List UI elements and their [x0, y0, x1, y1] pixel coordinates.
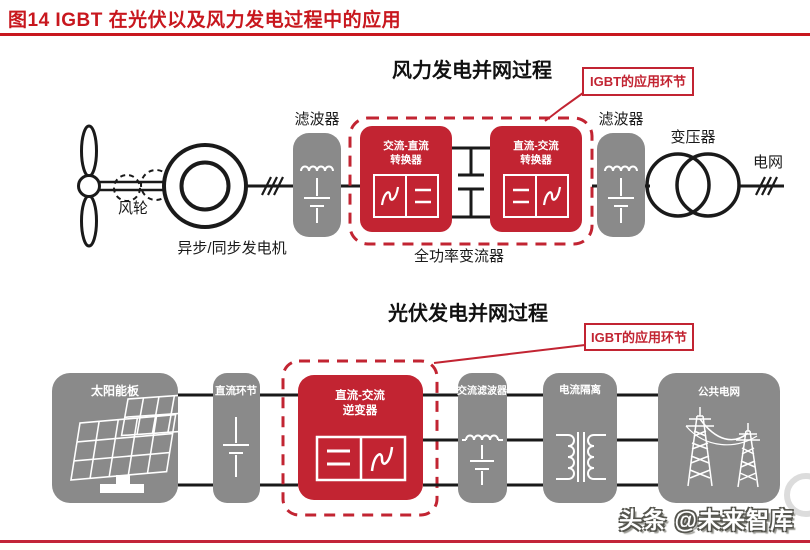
filter-right-block: 滤波器: [597, 111, 645, 237]
filter-right-label: 滤波器: [598, 111, 643, 128]
hatch-marks-icon: [261, 176, 284, 196]
acdc-label-line1: 交流-直流: [383, 139, 429, 152]
dcac-label-line1: 直流-交流: [513, 139, 559, 152]
filter-left-label: 滤波器: [294, 111, 339, 128]
inverter-block: 直流-交流 逆变器: [298, 375, 423, 500]
generator-label: 异步/同步发电机: [177, 240, 286, 257]
wire: [507, 393, 543, 487]
isolation-transformer-icon: [556, 432, 606, 482]
solar-panel-block: 太阳能板: [52, 373, 191, 503]
igbt-region-dashed-box: [348, 116, 594, 246]
inverter-symbol-icon: [315, 435, 407, 482]
transformer-icon: [645, 152, 741, 218]
callout-box: [582, 67, 694, 96]
circle-watermark-icon: [784, 473, 810, 517]
hatch-marks-icon: [755, 176, 778, 196]
isolation-label: 电流隔离: [559, 383, 601, 396]
dcac-converter-block: 直流-交流 转换器: [490, 126, 582, 232]
dc-link-capacitor-icon: [452, 146, 490, 219]
dc-link-label: 直流环节: [215, 384, 257, 397]
solar-panel-label: 太阳能板: [91, 383, 140, 398]
public-grid-label: 公共电网: [698, 385, 740, 398]
acdc-converter-block: 交流-直流 转换器: [360, 126, 452, 232]
filter-left-block: 滤波器: [293, 111, 341, 237]
power-towers-icon: [685, 407, 760, 488]
inverter-label-line1: 直流-交流: [335, 388, 385, 402]
dcac-symbol-icon: [503, 174, 569, 218]
wire: [260, 393, 298, 487]
igbt-callout-wind: IGBT的应用环节: [544, 67, 694, 122]
capacitor-icon: [223, 417, 249, 477]
isolation-box: [543, 373, 617, 503]
filter-symbol-icon: [462, 434, 503, 485]
igbt-callout-pv: IGBT的应用环节: [433, 323, 694, 364]
acdc-symbol-icon: [373, 174, 439, 218]
dc-link-block: 直流环节: [213, 373, 260, 503]
pv-diagram: 光伏发电并网过程 IGBT的应用环节 太阳能板: [52, 301, 810, 517]
ac-filter-label: 交流滤波器: [457, 384, 508, 397]
grid-label: 电网: [753, 154, 783, 171]
callout-connector-line: [544, 92, 584, 122]
figure-title: 图14 IGBT 在光伏以及风力发电过程中的应用: [8, 10, 402, 31]
gearbox-dashed-circle: [113, 174, 141, 202]
isolation-block: 电流隔离: [543, 373, 617, 503]
callout-box: [584, 323, 694, 351]
callout-connector-line: [433, 344, 586, 364]
transformer-label: 变压器: [670, 129, 715, 146]
pv-section-title: 光伏发电并网过程: [387, 301, 548, 325]
igbt-region-dashed-box: [281, 359, 439, 517]
wind-turbine-icon: [77, 124, 172, 248]
wire: [178, 393, 213, 487]
inverter-label-line2: 逆变器: [343, 403, 378, 417]
acdc-label-line2: 转换器: [390, 153, 422, 166]
header-underline: [0, 33, 810, 36]
public-grid-box: [658, 373, 780, 503]
wind-section-title: 风力发电并网过程: [392, 58, 552, 82]
bottom-rule: [0, 540, 810, 543]
callout-label: IGBT的应用环节: [591, 330, 687, 345]
wind-diagram: 风力发电并网过程 IGBT的应用环节 风轮 异步/同步发电机: [77, 58, 784, 265]
filter-symbol-icon: [300, 165, 334, 223]
generator-icon: [162, 143, 248, 229]
callout-label: IGBT的应用环节: [590, 74, 686, 89]
wire: [617, 393, 658, 487]
rotor-label: 风轮: [118, 200, 148, 217]
solar-panel-icon: [70, 393, 191, 493]
filter-symbol-icon: [604, 165, 638, 223]
wire: [423, 393, 458, 487]
full-power-converter-label: 全功率变流器: [414, 247, 504, 265]
dcac-label-line2: 转换器: [520, 153, 552, 166]
public-grid-block: 公共电网: [658, 373, 780, 503]
ac-filter-block: 交流滤波器: [457, 373, 508, 503]
watermark-text: 头条 @未来智库: [619, 507, 794, 533]
